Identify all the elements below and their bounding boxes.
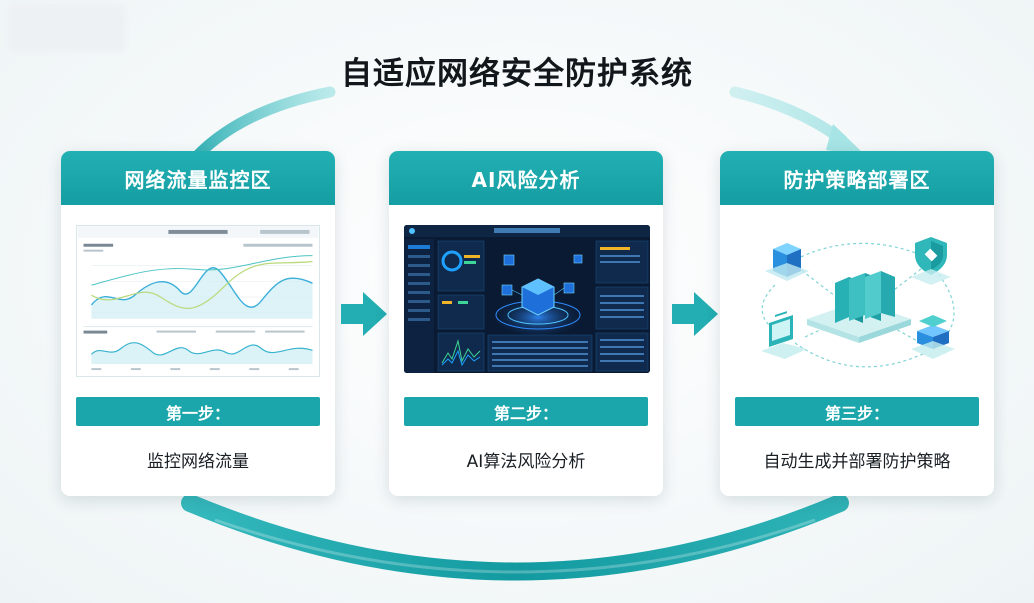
traffic-monitor-screenshot	[76, 225, 320, 377]
step-label: 第三步：	[735, 397, 979, 426]
step-label: 第一步：	[76, 397, 320, 426]
isometric-network-illustration	[735, 225, 979, 377]
shield-icon	[911, 237, 951, 285]
card-header: 防护策略部署区	[720, 151, 994, 205]
card-header: AI风险分析	[389, 151, 663, 205]
step-description: AI算法风险分析	[466, 452, 586, 472]
step-label: 第二步：	[404, 397, 648, 426]
card-header: 网络流量监控区	[61, 151, 335, 205]
monitor-icon	[761, 311, 807, 359]
step-card-ai-analysis: AI风险分析	[389, 151, 663, 496]
blurred-logo	[8, 4, 126, 52]
step-description: 自动生成并部署防护策略	[763, 452, 951, 472]
page-title: 自适应网络安全防护系统	[341, 56, 693, 92]
step-card-deployment: 防护策略部署区	[720, 151, 994, 496]
database-icon	[765, 243, 809, 281]
server-icon	[807, 271, 911, 343]
ai-dashboard-screenshot	[404, 225, 650, 377]
step-card-monitor: 网络流量监控区	[61, 151, 335, 496]
arrow-right-icon	[672, 292, 718, 336]
step-description: 监控网络流量	[147, 452, 249, 472]
arrow-right-icon	[341, 292, 387, 336]
database-icon	[911, 315, 955, 359]
